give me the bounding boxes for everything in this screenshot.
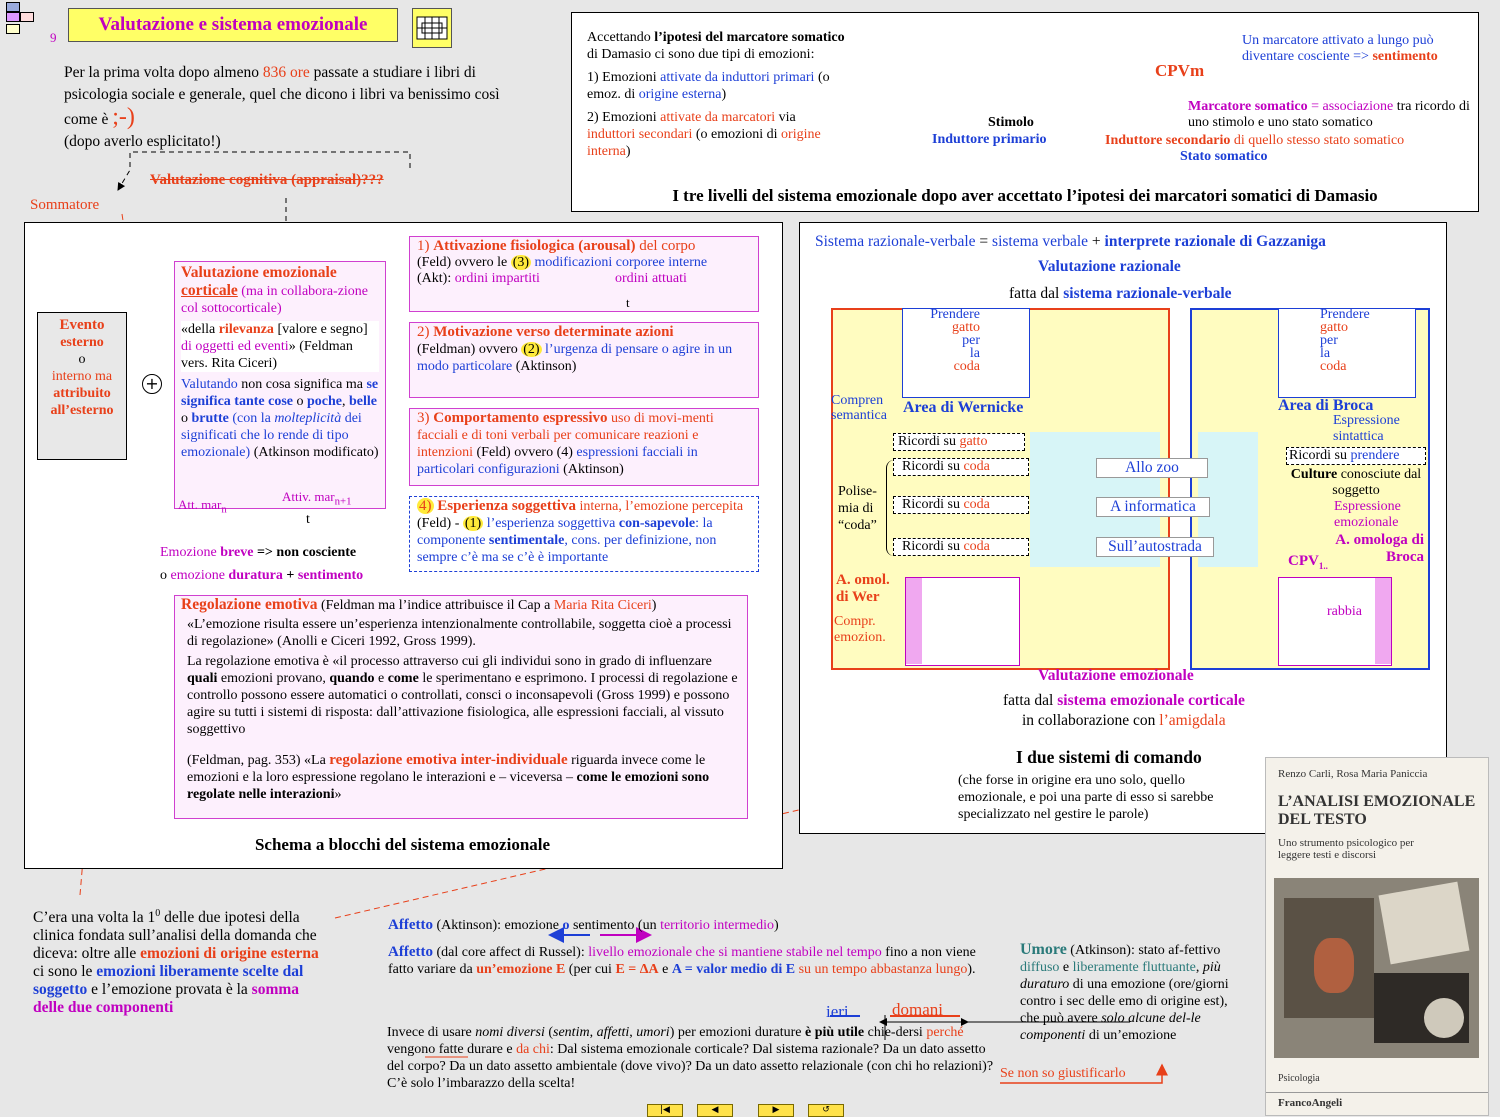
att-mar-label: Att. marn: [178, 497, 227, 516]
attiv-mar-label: Attiv. marn+1: [282, 489, 352, 508]
appraisal-strikethrough: Valutazione cognitiva (appraisal)???: [150, 172, 384, 189]
page-number: 9: [50, 30, 57, 46]
polisemia-brace: [886, 460, 895, 556]
area-wernicke: Area di Wernicke: [903, 399, 1023, 417]
book-series: Psicologia: [1278, 1073, 1320, 1084]
due-sistemi-subtitle: (che forse in origine era uno solo, quel…: [958, 772, 1248, 823]
omologa-broca: A. omologa di Broca: [1328, 532, 1424, 566]
right-bar-marker: [1375, 578, 1391, 664]
schema-caption: Schema a blocchi del sistema emozionale: [24, 835, 781, 855]
stimolo-label: Stimolo: [988, 115, 1034, 131]
ordini-attuati-label: ordini attuati: [615, 271, 687, 287]
page-title-box: Valutazione e sistema emozionale: [68, 8, 398, 42]
affetto-russel: Affetto (dal core affect di Russel): liv…: [388, 944, 988, 978]
fatta-dal-razionale: fatta dal sistema razionale-verbale: [1006, 285, 1235, 303]
ricordi-coda-3: Ricordi su coda: [893, 538, 1029, 556]
culture-label: Culture conosciute dal soggetto: [1290, 467, 1422, 499]
marker-long-note: Un marcatore attivato a lungo può divent…: [1242, 33, 1480, 65]
time-axis-label-2: t: [626, 295, 630, 311]
block-2-motivazione: 2) Motivazione verso determinate azioni …: [409, 322, 759, 398]
sommatore-label: Sommatore: [30, 197, 99, 214]
context-allo-zoo: Allo zoo: [1096, 458, 1208, 478]
due-sistemi-title: I due sistemi di comando: [1016, 747, 1202, 768]
collaborazione-amigdala: in collaborazione con l’amigdala: [1022, 712, 1226, 730]
emozione-duratura-text: o emozione duratura + sentimento: [160, 568, 363, 584]
regolazione-emotiva-box: Regolazione emotiva (Feldman ma l’indice…: [174, 595, 748, 819]
nav-first-button[interactable]: |◀: [647, 1104, 683, 1117]
se-non-so-giustificarlo: Se non so giustificarlo: [1000, 1066, 1126, 1082]
smiley: ;-): [112, 104, 135, 130]
damasio-caption: I tre livelli del sistema emozionale dop…: [572, 186, 1478, 206]
domani-label: domani: [892, 1000, 943, 1020]
amigdala-box-left: [905, 577, 1020, 666]
comando-title: Sistema razionale-verbale = sistema verb…: [815, 233, 1326, 251]
emozione-breve-text: Emozione breve => non cosciente: [160, 545, 356, 561]
ieri-label: ieri: [826, 1002, 849, 1022]
cpvm-label: CPVm: [1155, 61, 1204, 81]
grid-icon: [413, 9, 451, 47]
ricordi-coda-2: Ricordi su coda: [893, 496, 1029, 514]
ricordi-gatto: Ricordi su gatto: [893, 433, 1025, 451]
damasio-text: Accettando l’ipotesi del marcatore somat…: [587, 29, 845, 160]
amigdala-box-right: [1278, 577, 1392, 666]
intro-text: Per la prima volta dopo almeno 836 ore p…: [64, 62, 514, 153]
affetto-atkinson: Affetto (Aktinson): emozione o sentiment…: [388, 917, 779, 934]
cpv-label: CPV1..: [1288, 553, 1328, 571]
nav-return-button[interactable]: ↺: [808, 1104, 844, 1117]
app-logo-icon: [2, 2, 36, 36]
espressione-emozionale: Espressione emozionale: [1334, 499, 1424, 531]
time-axis-label: t: [306, 512, 310, 528]
left-bar-marker: [906, 578, 922, 664]
marcatore-somatico-note: Marcatore somatico = associazione tra ri…: [1188, 99, 1478, 131]
stato-somatico-label: Stato somatico: [1180, 149, 1268, 165]
umore-text: Umore (Atkinson): stato af-fettivo diffu…: [1020, 941, 1232, 1044]
induttore-secondario-label: Induttore secondario di quello stesso st…: [1105, 133, 1404, 149]
compren-semantica: Compren semantica: [831, 393, 901, 423]
block-1-attivazione: 1) Attivazione fisiologica (arousal) del…: [409, 236, 759, 312]
book-publisher: FrancoAngeli: [1278, 1097, 1342, 1109]
nav-next-button[interactable]: ▶: [758, 1104, 794, 1117]
home-button[interactable]: [412, 8, 452, 48]
book-title: L’ANALISI EMOZIONALE DEL TESTO: [1278, 793, 1478, 829]
damasio-panel: Accettando l’ipotesi del marcatore somat…: [571, 12, 1479, 212]
sommatore-plus-icon: +: [142, 374, 162, 394]
block-4-esperienza: 4) Esperienza soggettiva interna, l’emoz…: [409, 496, 759, 572]
valutazione-emozionale-label: Valutazione emozionale: [1038, 667, 1194, 685]
compr-emozionale: Compr. emozion.: [834, 614, 900, 646]
induttore-primario-label: Induttore primario: [932, 132, 1046, 148]
book-artwork: [1274, 878, 1479, 1058]
book-subtitle: Uno strumento psicologico per leggere te…: [1278, 837, 1438, 861]
block-3-comportamento: 3) Comportamento espressivo uso di movi-…: [409, 408, 759, 486]
ricordi-coda-1: Ricordi su coda: [893, 458, 1029, 476]
book-cover[interactable]: Renzo Carli, Rosa Maria Paniccia L’ANALI…: [1265, 757, 1489, 1116]
context-autostrada: Sull’autostrada: [1096, 537, 1214, 557]
fatta-dal-emozionale: fatta dal sistema emozionale corticale: [1000, 692, 1248, 710]
invece-text: Invece di usare nomi diversi (sentim, af…: [387, 1024, 999, 1092]
omologa-wernicke: A. omol. di Wer: [836, 572, 902, 606]
rabbia-label: rabbia: [1327, 604, 1362, 620]
book-authors: Renzo Carli, Rosa Maria Paniccia: [1278, 768, 1427, 780]
ricordi-prendere: Ricordi su prendere: [1286, 447, 1426, 465]
page-title: Valutazione e sistema emozionale: [69, 9, 397, 41]
context-a-informatica: A informatica: [1096, 497, 1210, 517]
cera-una-volta-text: C’era una volta la 10 delle due ipotesi …: [33, 905, 323, 1017]
polisemia-label: Polise-mia di “coda”: [838, 483, 888, 534]
espressione-sintattica: Espressione sintattica: [1333, 413, 1423, 445]
valutazione-emozionale-box: Valutazione emozionale corticale (ma in …: [174, 261, 386, 509]
nav-prev-button[interactable]: ◀: [697, 1104, 733, 1117]
valutazione-razionale-label: Valutazione razionale: [1038, 258, 1181, 276]
